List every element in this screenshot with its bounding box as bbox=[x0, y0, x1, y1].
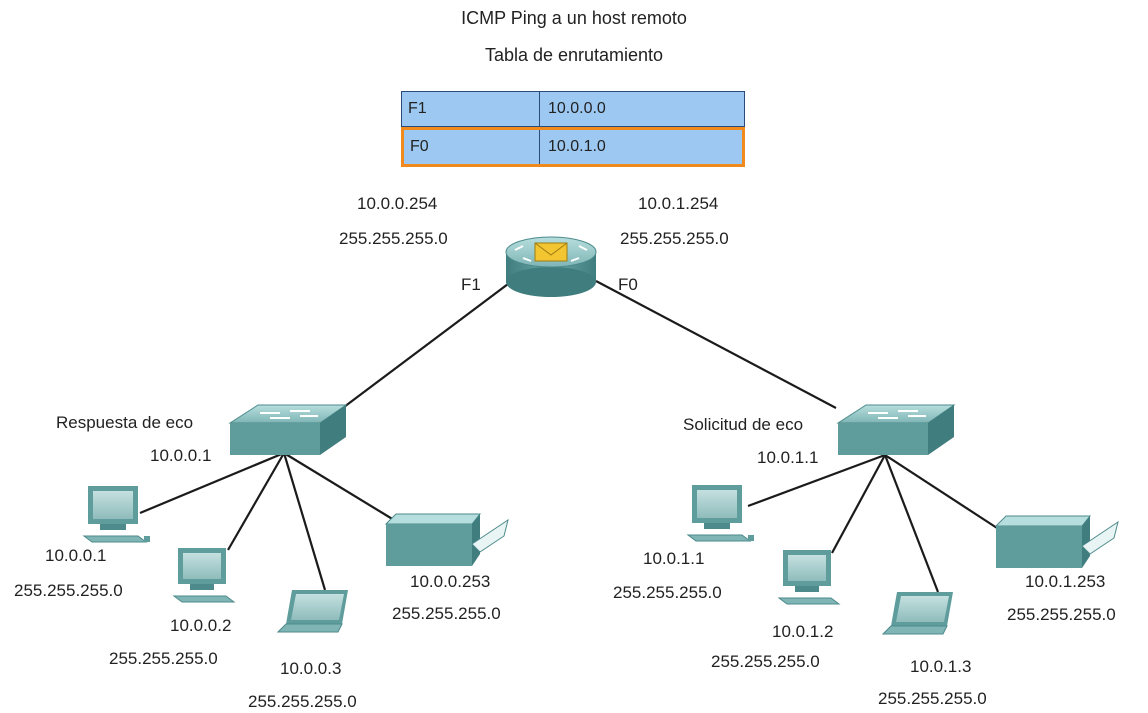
host-mask: 255.255.255.0 bbox=[392, 604, 501, 623]
host-mask: 255.255.255.0 bbox=[1007, 605, 1116, 624]
link-router-right-switch bbox=[595, 280, 837, 409]
router-right-mask: 255.255.255.0 bbox=[620, 229, 729, 248]
link-router-left-switch bbox=[343, 280, 513, 408]
router-icon bbox=[505, 236, 597, 297]
link-left-host4 bbox=[283, 452, 395, 521]
host-mask: 255.255.255.0 bbox=[248, 692, 357, 711]
host-ip: 10.0.0.253 bbox=[410, 572, 491, 591]
host-ip: 10.0.1.2 bbox=[772, 622, 834, 641]
host-mask: 255.255.255.0 bbox=[14, 581, 123, 600]
right-switch-label: Solicitud de eco bbox=[683, 415, 804, 434]
route-interface: F0 bbox=[410, 138, 429, 155]
link-right-host4 bbox=[884, 454, 998, 529]
route-interface: F1 bbox=[408, 100, 427, 117]
host-ip: 10.0.0.2 bbox=[170, 616, 232, 635]
right-switch-ip: 10.0.1.1 bbox=[757, 448, 819, 467]
switch-icon-right bbox=[836, 404, 956, 455]
router-left-ip: 10.0.0.254 bbox=[357, 194, 438, 213]
host-ip: 10.0.0.1 bbox=[45, 546, 107, 565]
host-mask: 255.255.255.0 bbox=[109, 649, 218, 668]
left-switch-label: Respuesta de eco bbox=[56, 413, 194, 432]
desktop-icon bbox=[82, 486, 150, 543]
host-ip: 10.0.1.253 bbox=[1025, 572, 1106, 591]
link-right-host1 bbox=[747, 453, 886, 508]
route-network: 10.0.0.0 bbox=[548, 100, 606, 117]
switch-icon-left bbox=[228, 404, 348, 455]
desktop-icon bbox=[172, 548, 236, 603]
laptop-icon bbox=[881, 592, 953, 635]
printer-icon bbox=[384, 513, 509, 566]
router-left-mask: 255.255.255.0 bbox=[339, 229, 448, 248]
router-port-right: F0 bbox=[618, 275, 638, 294]
link-right-host2 bbox=[831, 454, 886, 554]
route-network: 10.0.1.0 bbox=[548, 138, 606, 155]
left-switch-ip: 10.0.0.1 bbox=[150, 446, 212, 465]
host-mask: 255.255.255.0 bbox=[711, 652, 820, 671]
routing-table-title: Tabla de enrutamiento bbox=[484, 45, 664, 65]
link-right-host3 bbox=[883, 454, 940, 593]
host-ip: 10.0.1.1 bbox=[643, 549, 705, 568]
router-port-left: F1 bbox=[461, 275, 481, 294]
desktop-icon bbox=[777, 550, 841, 605]
host-mask: 255.255.255.0 bbox=[878, 689, 987, 708]
routing-table-row-highlighted: F0 10.0.1.0 bbox=[401, 127, 745, 167]
link-left-host2 bbox=[227, 452, 285, 551]
routing-table: F1 10.0.0.0 F0 10.0.1.0 bbox=[401, 91, 745, 173]
routing-table-row: F1 10.0.0.0 bbox=[401, 91, 745, 127]
desktop-icon bbox=[686, 485, 754, 542]
envelope-icon bbox=[534, 242, 568, 262]
host-ip: 10.0.0.3 bbox=[280, 659, 342, 678]
link-left-host1 bbox=[139, 451, 285, 515]
links bbox=[139, 280, 998, 593]
laptop-icon bbox=[276, 590, 348, 633]
host-mask: 255.255.255.0 bbox=[613, 583, 722, 602]
printer-icon bbox=[994, 515, 1119, 568]
router-right-ip: 10.0.1.254 bbox=[638, 194, 719, 213]
link-left-host3 bbox=[282, 452, 327, 591]
host-ip: 10.0.1.3 bbox=[910, 657, 972, 676]
diagram-title: ICMP Ping a un host remoto bbox=[461, 8, 687, 28]
